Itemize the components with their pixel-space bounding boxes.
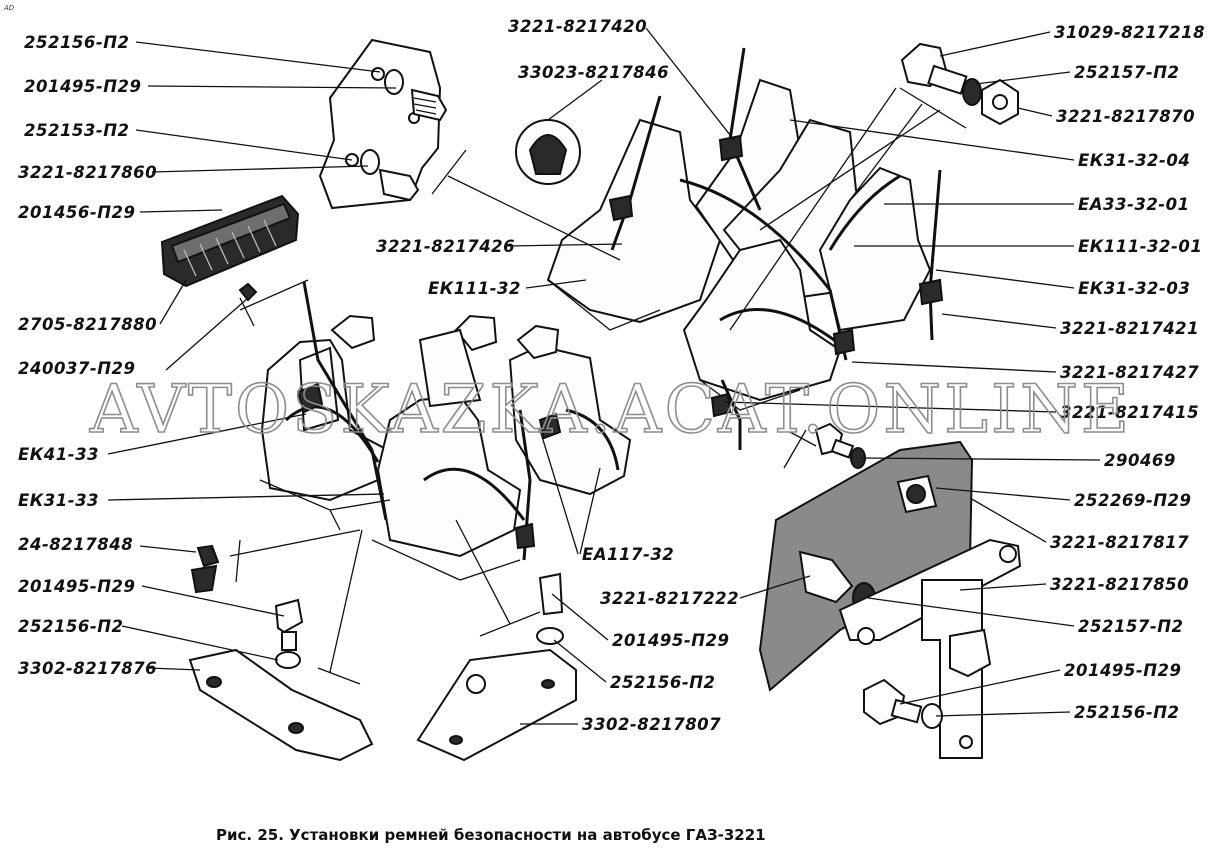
callout-label: 3302-8217876: [18, 659, 157, 678]
callout-label: 3221-8217420: [508, 17, 647, 36]
corner-mark: AD: [3, 4, 15, 12]
callout-label: 290469: [1104, 451, 1176, 470]
callout-label: 252157-П2: [1074, 63, 1180, 82]
callout-label: ЕК41-33: [18, 445, 99, 464]
callout-label: 252156-П2: [18, 617, 124, 636]
callout-label: ЕК111-32: [428, 279, 521, 298]
callout-label: 3221-8217817: [1050, 533, 1189, 552]
callout-label: 3221-8217870: [1056, 107, 1195, 126]
left-rear-seats: [259, 281, 632, 581]
parts-artwork: [160, 38, 1022, 762]
callout-label: 252156-П2: [1074, 703, 1180, 722]
callout-label: 252153-П2: [24, 121, 130, 140]
callout-label: ЕК31-32-03: [1078, 279, 1190, 298]
callout-label: 201495-П29: [24, 77, 142, 96]
leader-lines: [107, 27, 1101, 725]
figure-caption: Рис. 25. Установки ремней безопасности н…: [216, 826, 766, 844]
upper-bracket: [318, 38, 448, 210]
side-panel: [758, 440, 1022, 759]
callout-label: ЕК31-33: [18, 491, 99, 510]
callout-label: 201495-П29: [1064, 661, 1182, 680]
callout-label: 252269-П29: [1074, 491, 1192, 510]
callout-label: 33023-8217846: [518, 63, 669, 82]
callout-label: ЕК111-32-01: [1078, 237, 1202, 256]
bottom-middle-bracket: [416, 519, 577, 762]
middle-bolt: [814, 422, 866, 469]
callout-label: 3221-8217222: [600, 589, 739, 608]
watermark: AVTOSKAZKA.ACAT.ONLINE: [89, 371, 1132, 448]
right-seats: [546, 47, 944, 450]
callout-label: 201495-П29: [612, 631, 730, 650]
callout-label: ЕА33-32-01: [1078, 195, 1190, 214]
callout-label: 2705-8217880: [18, 315, 157, 334]
callout-label: 31029-8217218: [1054, 23, 1205, 42]
callout-label: 24-8217848: [18, 535, 133, 554]
callout-label: 3221-8217860: [18, 163, 157, 182]
callout-label: ЕА117-32: [582, 545, 674, 564]
belt-guide-housing: [160, 194, 300, 288]
callout-label: 252157-П2: [1078, 617, 1184, 636]
upper-right-bolt-set: [899, 42, 1019, 129]
callout-label: 3221-8217415: [1060, 403, 1199, 422]
callout-label: 3221-8217850: [1050, 575, 1189, 594]
callout-label: ЕК31-32-04: [1078, 151, 1190, 170]
callout-label: 3221-8217427: [1060, 363, 1199, 382]
clip-part: [515, 119, 581, 185]
callout-label: 201456-П29: [18, 203, 136, 222]
callout-label: 252156-П2: [24, 33, 130, 52]
callout-label: 3302-8217807: [582, 715, 721, 734]
callout-labels: 252156-П2 201495-П29 252153-П2 3221-8217…: [18, 17, 1205, 734]
callout-label: 201495-П29: [18, 577, 136, 596]
callout-label: 252156-П2: [610, 673, 716, 692]
callout-label: 240037-П29: [18, 359, 136, 378]
callout-label: 3221-8217421: [1060, 319, 1199, 338]
callout-label: 3221-8217426: [376, 237, 515, 256]
frame-lines: [431, 149, 817, 469]
bottom-left-bracket: [188, 279, 374, 762]
